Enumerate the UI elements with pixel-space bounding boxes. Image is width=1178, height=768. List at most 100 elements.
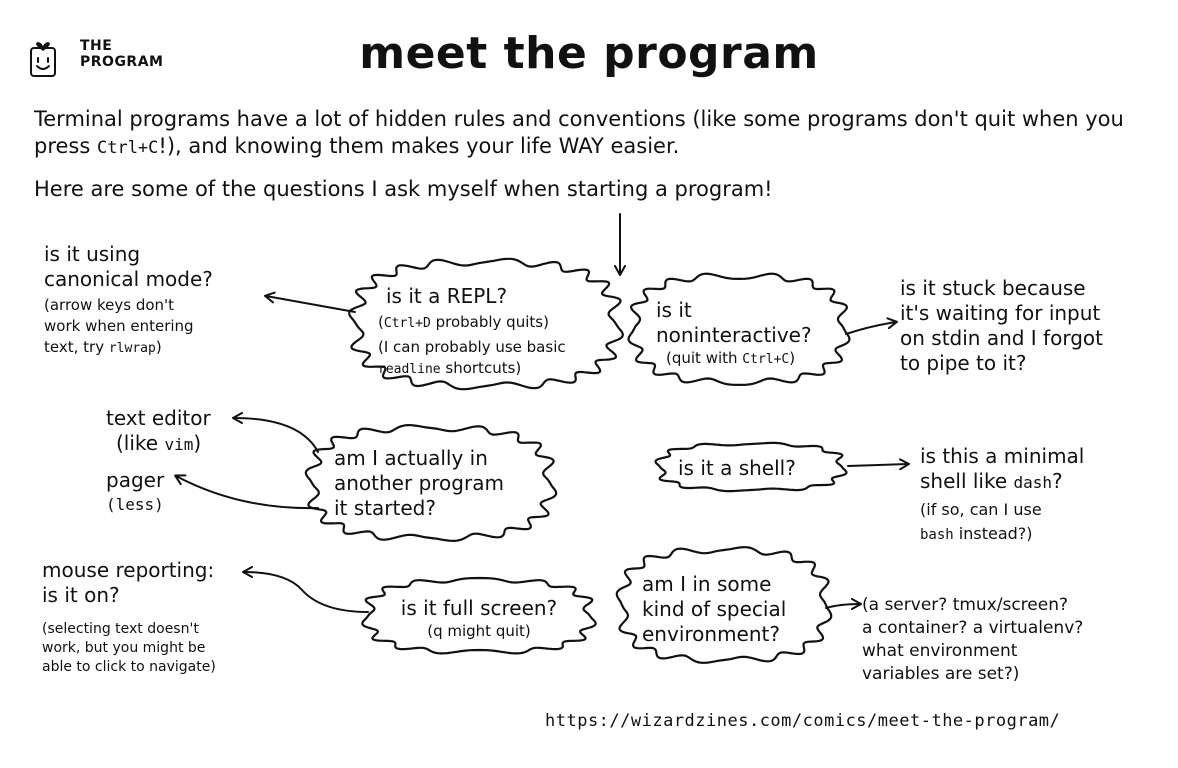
mouse-note1: (selecting text doesn't [42,621,199,637]
stdin-line3: on stdin and I forgot [900,326,1103,350]
another-line3: it started? [334,496,436,520]
environment-line2: a container? a virtualenv? [862,618,1084,638]
noninteractive-note-tail: ) [789,349,796,367]
arrow-to-mouse [242,566,369,613]
environment-line1: (a server? tmux/screen? [862,595,1069,615]
text-editor-line1: text editor [106,406,211,430]
bubble-fullscreen [361,576,597,655]
mouse-note2: work, but you might be [42,640,206,656]
pager-line1: pager [106,468,165,492]
minimal-shell-line2: shell like dash? [920,469,1170,495]
noninteractive-note: (quit with Ctrl+C) [656,348,842,370]
stdin-line2: it's waiting for input [900,301,1101,325]
bubble-special-environment-text: am I in some kind of special environment… [642,572,826,647]
repl-note1: (Ctrl+D probably quits) [378,313,549,331]
noninteractive-line1: is it [656,298,692,322]
noninteractive-note-code: Ctrl+C [742,352,790,367]
another-line1: am I actually in [334,446,488,470]
repl-title: is it a REPL? [386,284,508,308]
env-line1: am I in some [642,572,772,596]
repl-note3: readline shortcuts) [378,358,614,380]
bubble-noninteractive-text: is it noninteractive? (quit with Ctrl+C) [656,298,842,370]
minimal-shell-note2-code: bash [920,527,954,543]
bubble-fullscreen-text: is it full screen? (q might quit) [370,596,588,642]
bubble-another-program [304,424,558,542]
bubble-special-environment [615,546,833,664]
bubble-shell [654,441,848,493]
minimal-shell-note1: (if so, can I use [920,500,1042,519]
noninteractive-note-text: (quit with [666,349,743,367]
minimal-shell-note2: bash instead?) [920,522,1170,547]
answer-stdin: is it stuck because it's waiting for inp… [900,276,1170,376]
page-title: meet the program [359,28,819,79]
intro-part1: Terminal programs have a lot of hidden r… [34,107,1124,158]
answer-text-editor: text editor (like vim) [106,406,246,457]
minimal-shell-line2-tail: ? [1052,469,1063,493]
environment-line4: variables are set?) [862,664,1020,684]
source-url: https://wizardzines.com/comics/meet-the-… [545,711,1061,731]
canonical-line2: canonical mode? [44,267,213,291]
canonical-line1: is it using [44,242,141,266]
intro-paragraph: Terminal programs have a lot of hidden r… [34,106,1134,162]
arrow-to-environment [825,598,862,611]
minimal-shell-line1: is this a minimal [920,444,1085,468]
stdin-line4: to pipe to it? [900,351,1027,375]
mouse-line1: mouse reporting: [42,558,215,582]
repl-note1-code: Ctrl+D [383,316,431,331]
noninteractive-line2: noninteractive? [656,323,812,347]
bubble-shell-text: is it a shell? [678,456,796,480]
minimal-shell-note2-tail: instead?) [953,524,1033,543]
mouse-line2: is it on? [42,583,120,607]
env-line2: kind of special [642,597,787,621]
answer-pager: pager (less) [106,468,226,517]
intro-ctrl-c: Ctrl+C [96,138,159,158]
answer-mouse-reporting: mouse reporting: is it on? (selecting te… [42,558,282,677]
program-face-icon [30,42,56,77]
arrow-to-text-editor [232,412,319,453]
bubble-repl [348,257,624,391]
canonical-note3-code: rlwrap [108,341,156,356]
stdin-line1: is it stuck because [900,276,1086,300]
fullscreen-note: (q might quit) [427,622,531,640]
pager-line2: (less) [106,495,164,514]
intro-part2: !), and knowing them makes your life WAY… [158,134,680,158]
logo-line1: THE [80,38,113,54]
answer-minimal-shell: is this a minimal shell like dash? (if s… [920,444,1170,547]
canonical-note3-text: text, try [44,338,109,356]
fullscreen-title: is it full screen? [400,596,558,620]
text-editor-line2: (like vim) [106,431,246,457]
env-line3: environment? [642,622,780,646]
repl-note2: (I can probably use basic [378,338,566,356]
logo-line2: PROGRAM [80,54,164,70]
arrows [174,213,910,613]
text-editor-line2-code: vim [164,435,194,454]
environment-line3: what environment [862,641,1018,661]
mouse-note3: able to click to navigate) [42,659,216,675]
text-editor-line2-text: (like [116,431,165,455]
arrow-to-stdin [845,317,898,335]
canonical-note3-tail: ) [155,338,162,356]
logo: THE PROGRAM [28,36,178,86]
repl-note1-text: probably quits) [430,313,549,331]
bubble-repl-text: is it a REPL? (Ctrl+D probably quits) (I… [378,284,614,380]
minimal-shell-line2-text: shell like [920,469,1014,493]
lead-sentence: Here are some of the questions I ask mys… [34,177,773,201]
logo-text: THE PROGRAM [80,38,163,70]
text-editor-line2-tail: ) [193,431,202,455]
canonical-note2: work when entering [44,317,194,335]
arrow-to-minimal-shell [847,458,910,471]
answer-environment: (a server? tmux/screen? a container? a v… [862,594,1142,686]
repl-note2-code: readline [378,362,441,377]
another-line2: another program [334,471,504,495]
minimal-shell-line2-code: dash [1013,473,1053,492]
bubble-noninteractive [627,272,851,386]
repl-note2-tail: shortcuts) [440,359,522,377]
arrow-to-canonical [264,291,356,313]
arrow-to-pager [174,474,319,510]
bubble-another-program-text: am I actually in another program it star… [334,446,548,521]
bubble-shapes [304,257,851,664]
canonical-note3: text, try rlwrap) [44,337,264,359]
answer-canonical-mode: is it using canonical mode? (arrow keys … [44,242,264,359]
canonical-note1: (arrow keys don't [44,296,175,314]
